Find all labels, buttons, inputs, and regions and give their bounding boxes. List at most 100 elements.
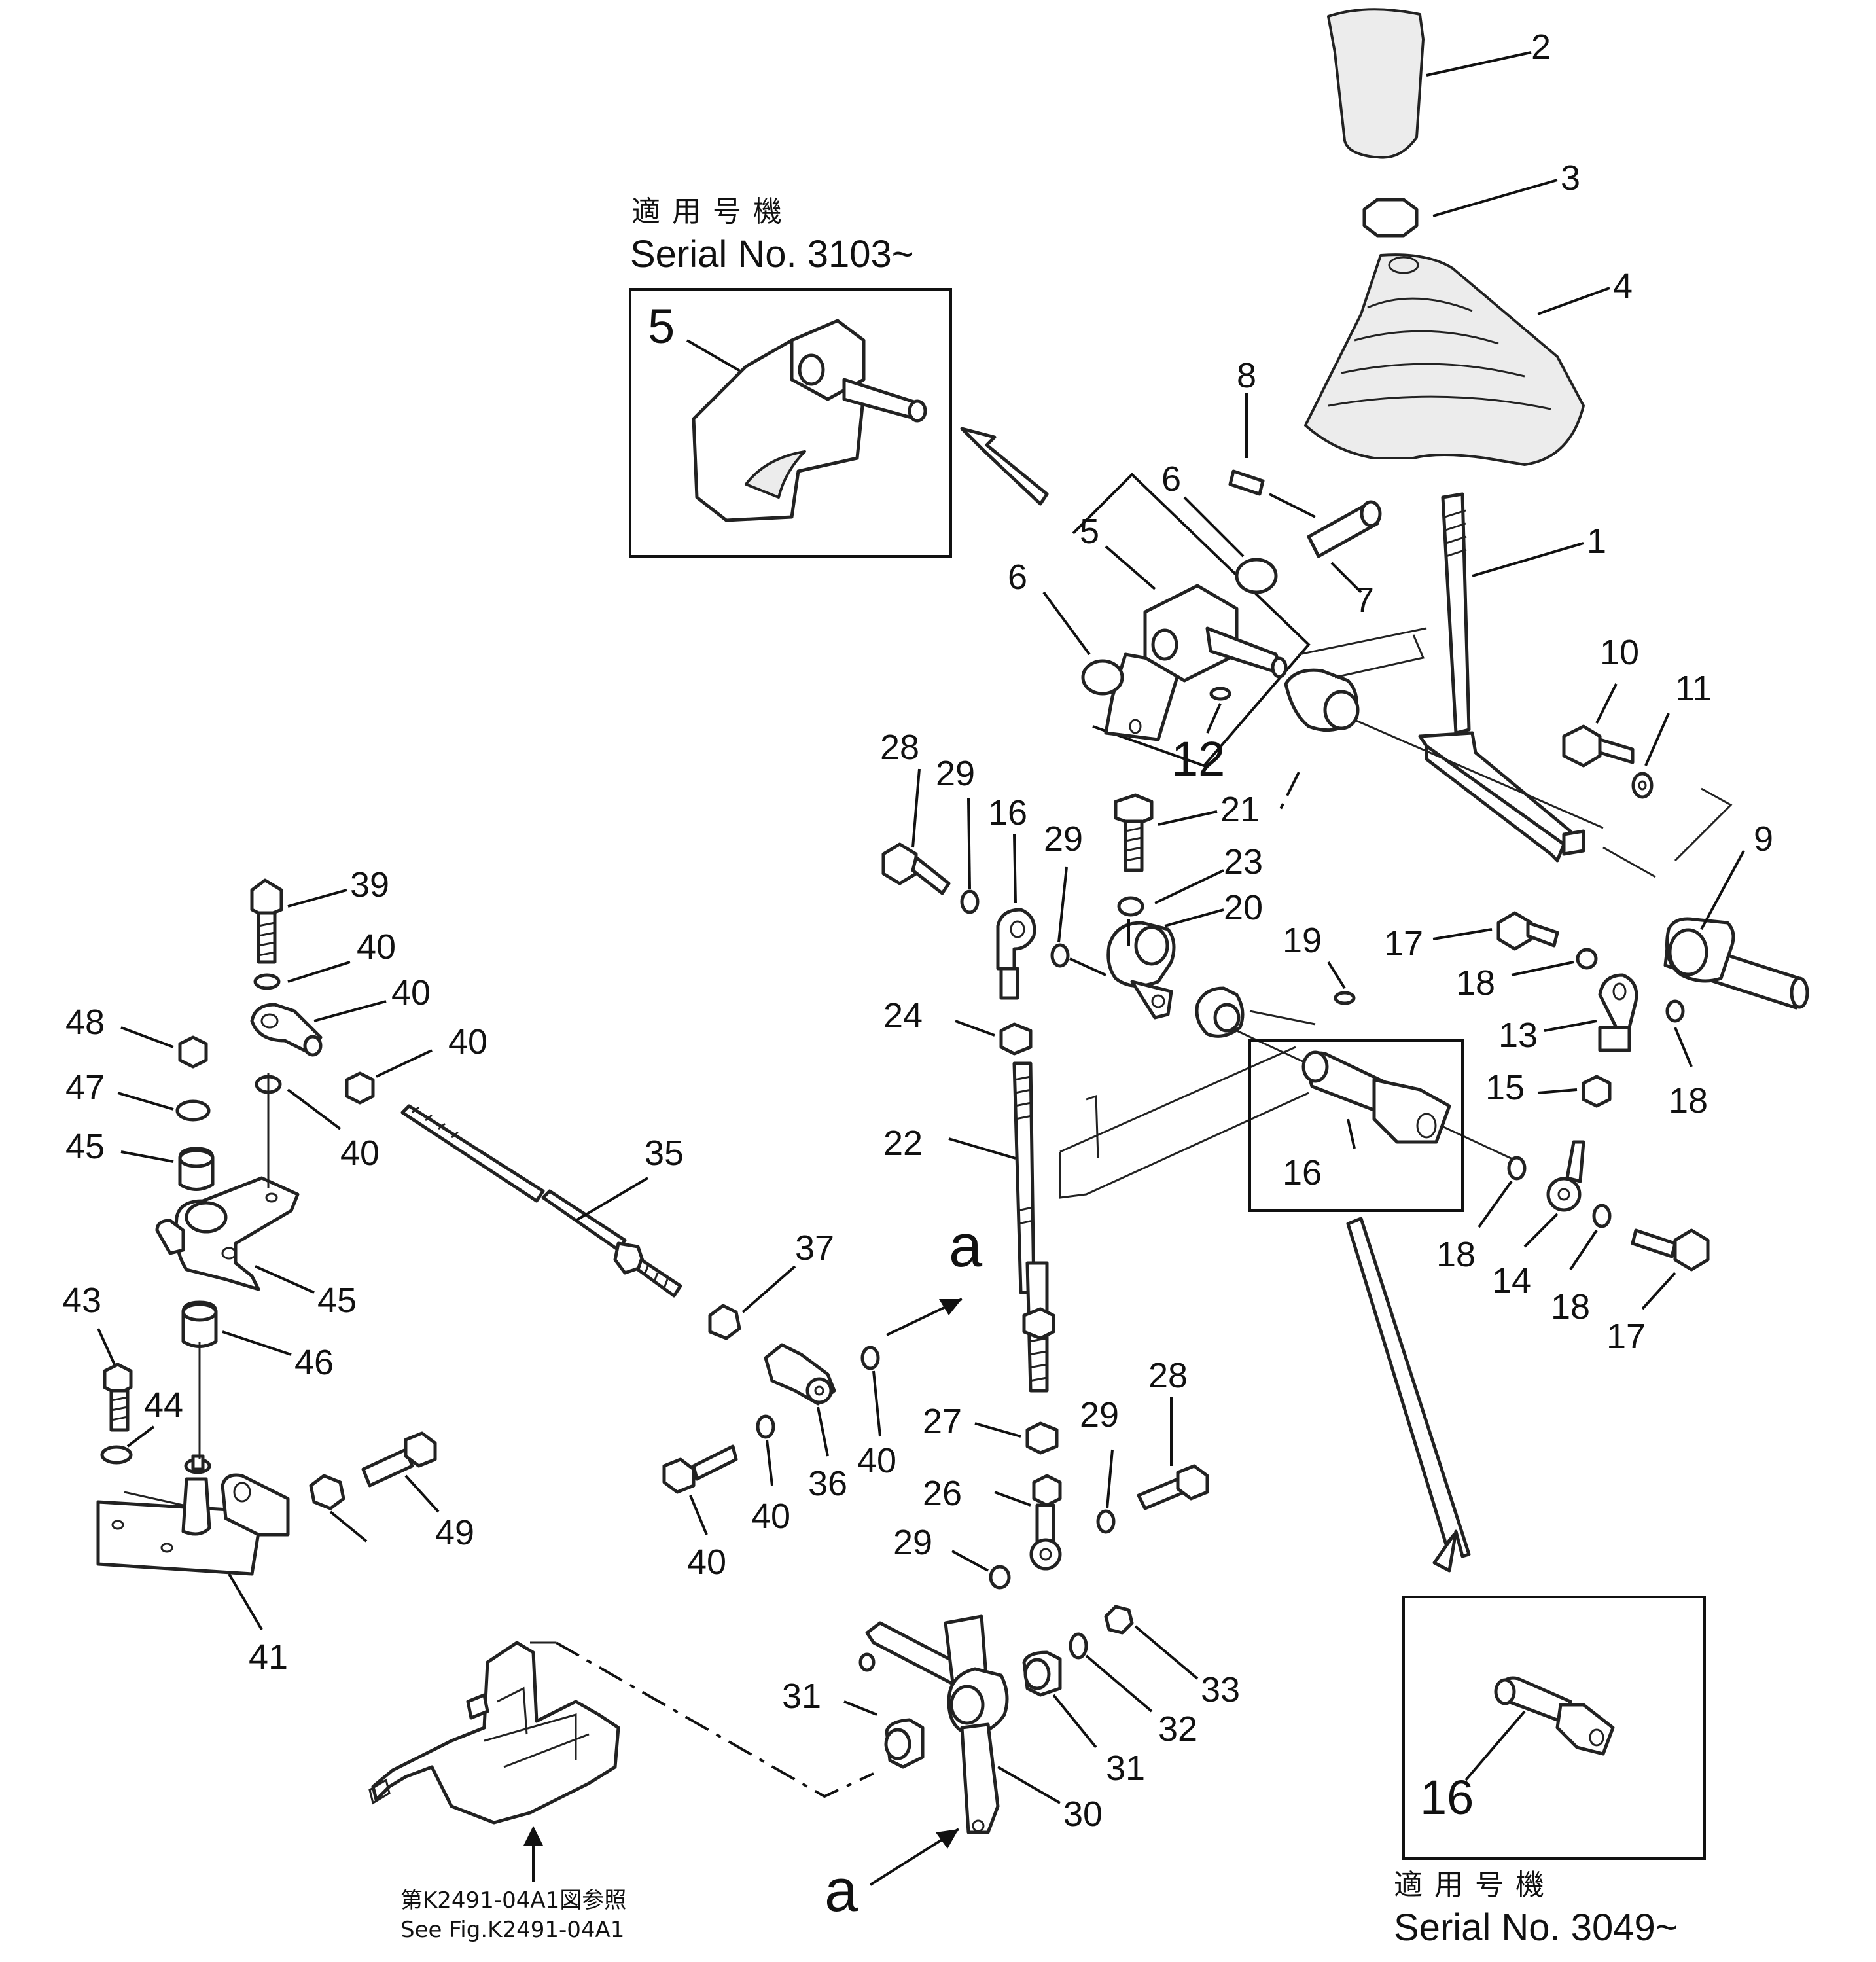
callout-11: 11 [1675,669,1712,708]
callout-34: 35 [645,1133,684,1173]
bushing-45a [178,1147,215,1191]
washer-46 [175,1099,211,1122]
washer-11 [1631,772,1654,799]
bushing-6a [1235,558,1278,594]
callout-45a: 45 [65,1127,105,1166]
callout-23: 22 [883,1124,923,1163]
callout-8: 8 [1237,356,1256,395]
rod-end-37 [250,1003,323,1057]
callout-14: 14 [1492,1261,1531,1300]
pin-7 [1307,500,1382,558]
callout-44: 45 [317,1281,357,1320]
callout-7: 7 [1354,580,1374,620]
lever-30 [858,1614,1009,1834]
spring-pin-8 [1228,469,1265,496]
bushing-31a [884,1718,925,1769]
pin-19 [1334,991,1356,1005]
nut-36 [708,1304,741,1340]
callout-24: 16 [988,793,1027,832]
callout-18b: 18 [1669,1081,1708,1120]
callout-26: 26 [923,1474,962,1513]
callout-2: 2 [1531,27,1551,67]
callout-30: 30 [1063,1794,1103,1834]
inset-serial-3049: 16 適用号機 Serial No. 3049~ [1394,1596,1706,1949]
bolt-28b [1137,1464,1209,1510]
callout-32: 32 [1158,1709,1197,1749]
callout-33: 33 [1201,1670,1240,1709]
callout-27: 27 [923,1402,962,1441]
callout-40b: 40 [340,1133,380,1173]
callout-12: 12 [1171,732,1225,786]
callout-47: 48 [65,1003,105,1042]
detail-box: 16 [1248,1039,1464,1212]
bracket-5 [1104,584,1288,741]
reference-arrow [523,1826,543,1882]
shift-knob [1327,8,1425,159]
callout-42: 43 [62,1281,101,1320]
bolt-42 [103,1363,133,1432]
rod-23 [1012,1061,1055,1393]
callout-17a: 17 [1384,924,1423,963]
washer-29d [989,1565,1011,1590]
inset-part-label-2: 16 [1420,1770,1474,1825]
lever-bracket [1418,731,1585,863]
plate-41 [96,1342,290,1576]
callout-9: 9 [1754,819,1773,859]
callout-40c: 40 [857,1441,896,1480]
nut-47 [178,1035,208,1069]
washer-43 [100,1445,133,1465]
washer-40d [756,1414,775,1439]
callout-10: 10 [1600,633,1639,672]
view-letter-bottom: a [824,1857,858,1924]
callout-31b: 31 [1106,1749,1145,1788]
callout-45b: 46 [294,1343,334,1382]
inset-part-label: 5 [648,299,675,353]
callout-18d: 18 [1551,1287,1590,1327]
rod-end-14 [1546,1140,1585,1212]
inset-heading: 適用号機 [631,195,794,228]
nut-49 [309,1474,345,1510]
callout-19: 19 [1283,921,1322,960]
washer-18a [1576,948,1598,970]
washer-18d [1592,1204,1612,1228]
arrow-icon [960,427,1049,506]
nut-38 [345,1071,375,1105]
pedal-assembly [368,1641,620,1825]
callout-46: 47 [65,1068,105,1107]
bolt-39b [662,1444,738,1494]
inset-frame [629,288,952,558]
lever-20 [1106,921,1176,1020]
washer-18c [1507,1156,1527,1181]
callout-18c: 18 [1436,1235,1476,1274]
bolt-17b [1631,1228,1710,1272]
bushing-45b [181,1300,218,1348]
view-marker-top: a [886,1213,983,1336]
callout-13: 13 [1498,1016,1538,1055]
rod-end-13 [1598,973,1638,1052]
callout-5: 5 [1080,512,1099,551]
bolt-10 [1562,724,1635,768]
view-marker-bottom: a [824,1828,960,1924]
callout-6a: 6 [1161,459,1181,499]
nut [1362,198,1419,238]
lever-shaft-9 [1663,917,1809,1010]
callout-39b: 40 [687,1543,726,1582]
callout-37: 40 [391,973,431,1012]
inset-serial-text: Serial No. 3103~ [630,233,914,276]
callout-22: 23 [1224,842,1263,882]
washer-29a [1050,943,1070,968]
callout-1: 1 [1587,522,1606,561]
rubber-boot [1304,253,1585,466]
callout-20: 20 [1224,888,1263,927]
rod-34 [400,1104,682,1298]
callout-38: 40 [448,1022,487,1061]
callout-29b: 29 [936,754,975,793]
callout-28b: 28 [1148,1356,1188,1395]
rod-end-24 [996,908,1036,1000]
bushing-31b [1022,1650,1062,1697]
callout-39a: 39 [350,865,389,904]
bolt-17a [1496,911,1559,951]
inset-heading-2: 適用号機 [1394,1868,1556,1902]
callout-41: 41 [249,1637,288,1677]
